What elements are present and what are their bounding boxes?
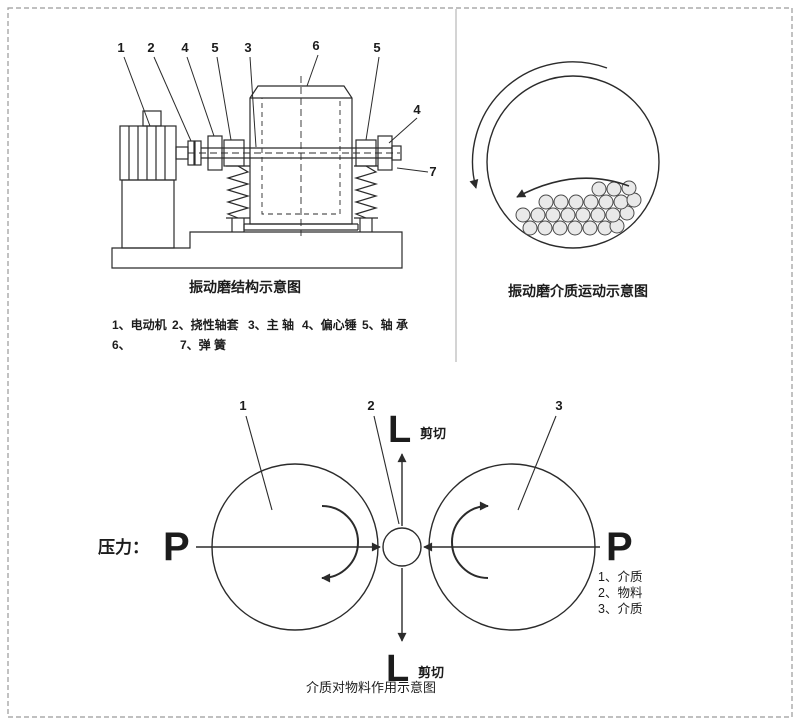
- main-shaft-drawing: [188, 147, 400, 159]
- base-pedestal: [111, 231, 403, 269]
- structure-legend-item-1: 1、电动机: [112, 317, 167, 332]
- callout-5b: 5: [373, 40, 380, 55]
- action-legend-item-2: 2、物料: [598, 586, 643, 600]
- media-balls: [515, 180, 642, 236]
- callout-7: 7: [429, 164, 436, 179]
- shear-bottom-symbol: L: [386, 648, 409, 690]
- callout-1: 1: [117, 40, 124, 55]
- structure-legend-item-5: 5、轴 承: [362, 317, 408, 332]
- pressure-prefix-label: 压力：: [98, 537, 149, 557]
- structure-diagram: [111, 54, 429, 269]
- media-action-diagram: [196, 415, 600, 642]
- material-circle: [382, 527, 422, 567]
- motor-pedestal: [121, 179, 175, 249]
- action-callout-2: 2: [367, 398, 374, 413]
- callout-4b: 4: [413, 102, 421, 117]
- structure-leader-lines: [123, 54, 429, 173]
- action-callout-3: 3: [555, 398, 562, 413]
- grinding-chamber-drawing: [243, 76, 359, 236]
- media-flow-arrow: [516, 177, 630, 198]
- callout-3: 3: [244, 40, 251, 55]
- structure-legend-item-3: 3、主 轴: [248, 317, 294, 332]
- left-spring-drawing: [225, 165, 251, 232]
- callout-5a: 5: [211, 40, 218, 55]
- media-motion-diagram: [469, 61, 660, 249]
- shear-bottom-label: 剪切: [418, 665, 444, 680]
- structure-legend-item-6: 6、: [112, 338, 131, 352]
- action-legend-item-1: 1、介质: [598, 570, 642, 584]
- mill-drum-circle: [486, 75, 660, 249]
- pressure-right-symbol: P: [606, 525, 633, 569]
- action-leader-lines: [245, 415, 557, 525]
- callout-2: 2: [147, 40, 154, 55]
- pressure-left-symbol: P: [163, 525, 190, 569]
- structure-legend-item-4: 4、偏心锤: [302, 317, 357, 332]
- page-dashed-border: [7, 7, 793, 718]
- action-legend-item-3: 3、介质: [598, 602, 642, 616]
- left-roller-rotation-arrow: [321, 505, 359, 583]
- shear-top-label: 剪切: [420, 426, 446, 441]
- motor-drawing: [119, 110, 189, 181]
- structure-legend-item-2: 2、挠性轴套: [172, 317, 240, 332]
- action-caption: 介质对物料作用示意图: [306, 680, 436, 695]
- media-motion-caption: 振动磨介质运动示意图: [508, 283, 648, 299]
- structure-caption: 振动磨结构示意图: [189, 279, 301, 295]
- callout-4a: 4: [181, 40, 189, 55]
- shear-top-symbol: L: [388, 409, 411, 451]
- action-callout-1: 1: [239, 398, 246, 413]
- structure-legend-item-7: 7、弹 簧: [180, 337, 226, 352]
- right-bearing-drawing: [355, 135, 402, 171]
- right-roller-rotation-arrow: [451, 501, 489, 579]
- callout-6: 6: [312, 38, 319, 53]
- right-spring-drawing: [353, 165, 379, 232]
- rotation-arc-arrow: [469, 61, 608, 189]
